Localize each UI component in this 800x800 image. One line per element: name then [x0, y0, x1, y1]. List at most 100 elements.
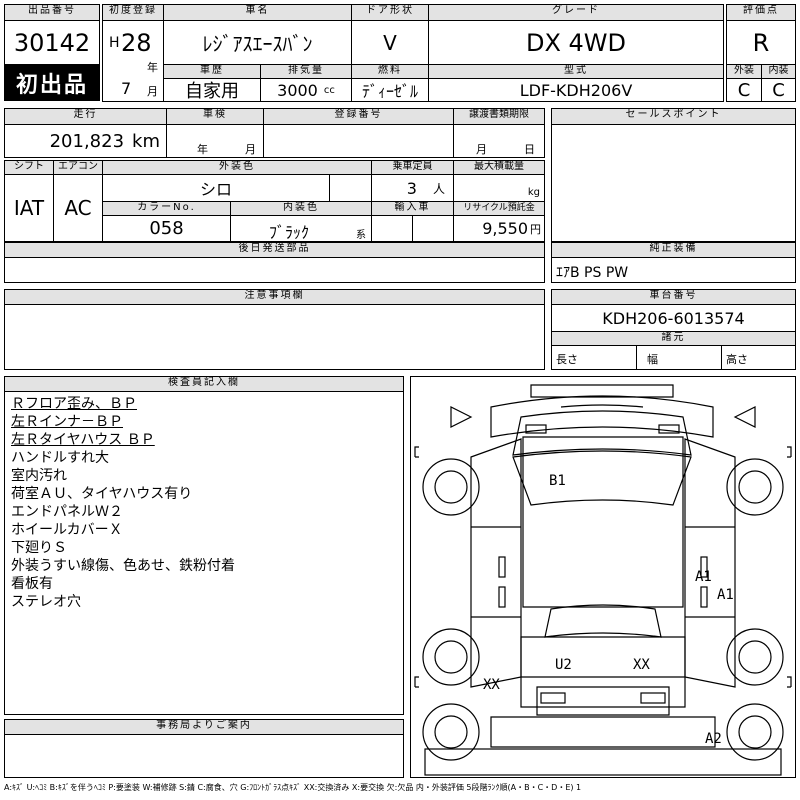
- office-notice-label: 事務局よりご案内: [4, 719, 404, 735]
- damage-mark: XX: [633, 657, 650, 673]
- lot-number-label: 出品番号: [4, 4, 100, 21]
- inspector-note: 看板有: [11, 576, 53, 592]
- first-registration-label: 初度登録: [102, 4, 164, 21]
- displacement: 3000: [277, 80, 318, 100]
- score: R: [726, 20, 796, 65]
- registration-year: 28: [121, 29, 152, 57]
- inspector-note: 室内汚れ: [11, 468, 67, 484]
- capacity-unit: 人: [432, 181, 445, 196]
- inspector-notes-box: Ｒフロア歪み、ＢＰ 左Ｒインナ－ＢＰ 左Ｒタイヤハウス ＢＰ ハンドルすれ大 室…: [4, 391, 404, 715]
- inspection-label: 車検: [166, 108, 264, 125]
- equipment-label: 純正装備: [551, 242, 796, 258]
- later-parts-box: [4, 257, 545, 283]
- mileage: 201,823: [49, 130, 125, 152]
- first-listing-badge: 初出品: [4, 65, 100, 101]
- damage-mark: U2: [555, 657, 572, 673]
- color-number-label: カラーNo.: [102, 201, 231, 216]
- interior-color-unit: 系: [356, 230, 366, 241]
- interior-color-label: 内装色: [230, 201, 372, 216]
- interior-score: C: [761, 78, 796, 102]
- mileage-label: 走行: [4, 108, 167, 125]
- equipment-box: ｴｱB PS PW: [551, 257, 796, 283]
- recycle-fee: 9,550: [482, 219, 528, 238]
- inspector-note: Ｒフロア歪み、ＢＰ: [11, 396, 137, 412]
- year-unit: 年: [147, 61, 158, 74]
- transfer-deadline-label: 譲渡書類期限: [453, 108, 545, 125]
- first-registration-box: H 28 年 7 月: [102, 20, 164, 102]
- inspector-note: 下廻りＳ: [11, 540, 67, 556]
- later-parts-label: 後日発送部品: [4, 242, 545, 258]
- lot-number: 30142: [4, 20, 100, 65]
- inspection-month-unit: 月: [245, 143, 256, 156]
- chassis-number-label: 車台番号: [551, 289, 796, 305]
- color-number: 058: [102, 215, 231, 242]
- door-type: V: [351, 20, 429, 65]
- recycle-fee-box: 9,550 円: [453, 215, 545, 242]
- exterior-color-extra: [329, 174, 372, 202]
- exterior-score: C: [726, 78, 762, 102]
- mileage-box: 201,823 km: [4, 124, 167, 158]
- specs-label: 諸元: [551, 331, 796, 346]
- exterior-label: 外装: [726, 64, 762, 79]
- inspection-year-unit: 年: [197, 143, 208, 156]
- car-name: ﾚｼﾞｱｽｴｰｽﾊﾞﾝ: [163, 20, 352, 65]
- damage-mark: A2: [705, 731, 722, 747]
- height-box: 高さ: [721, 345, 796, 370]
- interior-color-box: ﾌﾞﾗｯｸ 系: [230, 215, 372, 242]
- fuel-label: 燃料: [351, 64, 429, 79]
- width-box: 幅: [636, 345, 722, 370]
- door-type-label: ドア形状: [351, 4, 429, 21]
- equipment: ｴｱB PS PW: [556, 265, 629, 281]
- import-label: 輸入車: [371, 201, 454, 216]
- import-box-2: [412, 215, 454, 242]
- chassis-number: KDH206-6013574: [551, 304, 796, 332]
- fuel: ﾃﾞｨｰｾﾞﾙ: [351, 78, 429, 102]
- displacement-box: 3000 cc: [260, 78, 352, 102]
- registration-number: [263, 124, 454, 158]
- capacity-box: 3 人: [371, 174, 454, 202]
- model-label: 型式: [428, 64, 724, 79]
- sales-point-label: セールスポイント: [551, 108, 796, 125]
- mileage-unit: km: [132, 130, 160, 152]
- length-box: 長さ: [551, 345, 637, 370]
- grade-label: グレード: [428, 4, 724, 21]
- sales-point-box: [551, 124, 796, 242]
- car-name-label: 車名: [163, 4, 352, 21]
- history-label: 車歴: [163, 64, 261, 79]
- damage-mark: A1: [717, 587, 734, 603]
- max-load-label: 最大積載量: [453, 160, 545, 175]
- import-box-1: [371, 215, 413, 242]
- transfer-day-unit: 日: [524, 143, 535, 156]
- damage-mark: XX: [483, 677, 500, 693]
- model-code: LDF-KDH206V: [428, 78, 724, 102]
- damage-mark: A1: [695, 569, 712, 585]
- registration-number-label: 登録番号: [263, 108, 454, 125]
- aircon: AC: [53, 174, 103, 242]
- displacement-label: 排気量: [260, 64, 352, 79]
- inspector-note: ステレオ穴: [11, 594, 81, 610]
- inspector-note: 外装うすい線傷、色あせ、鉄粉付着: [11, 558, 235, 574]
- transfer-month-unit: 月: [476, 143, 487, 156]
- inspector-note: エンドパネルＷ２: [11, 504, 123, 520]
- inspection-box: 年 月: [166, 124, 264, 158]
- exterior-color-label: 外装色: [102, 160, 372, 175]
- width-label: 幅: [647, 353, 658, 366]
- grade: DX 4WD: [428, 20, 724, 65]
- inspector-note: 荷室ＡＵ、タイヤハウス有り: [11, 486, 193, 502]
- registration-month: 7: [121, 79, 132, 98]
- capacity-label: 乗車定員: [371, 160, 454, 175]
- inspector-note: 左Ｒタイヤハウス ＢＰ: [11, 432, 155, 448]
- era: H: [109, 35, 120, 51]
- shift-label: シフト: [4, 160, 54, 175]
- max-load-box: kg: [453, 174, 545, 202]
- damage-mark: B1: [549, 473, 566, 489]
- vehicle-diagram: B1 A1 A1 U2 XX XX A2: [410, 376, 796, 778]
- recycle-fee-unit: 円: [530, 222, 541, 236]
- damage-legend: A:ｷｽﾞ U:ﾍｺﾐ B:ｷｽﾞを伴うﾍｺﾐ P:要塗装 W:補修跡 S:錆 …: [4, 783, 582, 792]
- interior-label: 内装: [761, 64, 796, 79]
- score-label: 評価点: [726, 4, 796, 21]
- max-load-unit: kg: [527, 187, 540, 198]
- height-label: 高さ: [726, 353, 748, 366]
- displacement-unit: cc: [323, 84, 335, 96]
- month-unit: 月: [147, 85, 158, 98]
